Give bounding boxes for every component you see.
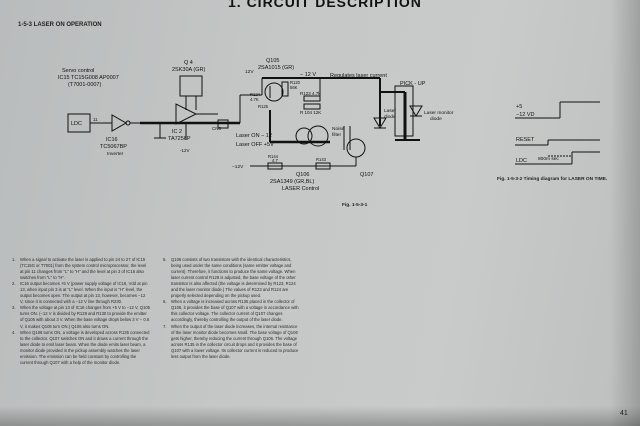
page-title: 1. CIRCUIT DESCRIPTION [228,0,422,10]
figure-caption-1: Fig. 1-5-3-1 [342,203,368,208]
monitor-diode-label: Laser monitor [424,110,454,116]
timing-v12-label: −12 VD [516,112,535,118]
r143-label: R143 [316,157,327,162]
r144-label: R144 [268,154,279,159]
figure-caption-2: Fig. 1-5-3-2 Timing diagram for LASER ON… [497,177,608,182]
q106-label: Q106 [296,172,309,178]
ic2-part-label: TA7256P [168,136,191,142]
cn6-label: CN6 [212,126,221,131]
monitor-diode-label-2: diode [430,116,442,122]
ic15-alt-label: (T7001-0007) [68,82,101,88]
r123-label: R123 4.7k [300,91,321,96]
photo-shadow-right [610,0,640,426]
q4-label: Q 4 [184,60,193,66]
photo-shadow-bottom [0,406,640,426]
laser-diode-label-2: diode [384,114,396,120]
regulates-label: Regulates laser current [330,73,387,79]
laser-off-label: Laser OFF +5V [236,142,274,148]
ic2-label: IC 2 [172,129,182,135]
q105-part-label: 2SA1015 (GR) [258,65,294,71]
minus12v-top-label: − 12 V [300,72,316,78]
ldc-box-label: LDC [71,121,82,127]
paragraph-item: 4.When Q106 turns ON, a voltage is devel… [12,329,150,365]
paragraph-item: 2.IC16 output becomes +5 V (power supply… [12,281,148,305]
text-column-right: 5.Q106 consists of two transistors with … [163,257,301,360]
r125-label: R125 [258,104,269,109]
servo-control-label: Servo control [62,68,94,74]
laser-diode-label: Laser [384,108,396,114]
timing-ldc-label: LDC [516,158,527,164]
r120-label: R120 [290,80,301,85]
r124-value: 4.7K [250,97,259,102]
section-heading: 1-5-3 LASER ON OPERATION [18,22,102,28]
laser-on-label: Laser ON − 12 [236,133,272,139]
noise-filter-label: Noise [332,126,345,132]
minus12v-bottom-label: −12V [232,164,244,170]
q4-part-label: 2SK30A (GR) [172,67,205,73]
ic15-label: IC15 TC15G008 AP0007 [58,75,119,81]
ic16-part-label: TC5067BP [100,144,127,150]
paragraph-item: 1.When a signal to activate the laser is… [12,257,147,281]
timing-v5-label: +5 [516,104,522,110]
q105-transistor [264,82,284,102]
timing-msec-label: 800m sec [538,156,559,162]
ic16-func-label: Inverter [107,151,124,157]
paragraph-item: 3.When the voltage at pin 13 of IC16 cha… [12,305,150,329]
q106-transistor [307,125,329,147]
timing-reset-label: RESET [516,137,535,143]
q105-label: Q105 [266,58,279,64]
ic16-inverter-symbol [111,114,128,132]
ic16-label: IC16 [106,137,118,143]
q106-part-label: 2SA1349 (GR,BL) [270,179,314,185]
r124-label: R124 [250,92,261,97]
r104-label: R 104 12K [300,110,321,115]
ic2-opamp [175,103,198,125]
pickup-label: PICK - UP [400,81,426,87]
q4-fet [179,75,203,97]
text-column-left: 1.When a signal to activate the laser is… [12,257,150,366]
r144-value: 4.7 [272,158,278,163]
noise-filter-label-2: filter [332,132,341,138]
paragraph-item: 5.Q106 consists of two transistors with … [163,257,296,299]
page-number: 41 [620,410,628,417]
r120-value: 56K [290,85,298,90]
paragraph-item: 7.When the output of the laser diode inc… [163,323,299,359]
ic2-minus12v-label: -12V [180,148,190,153]
v12-label: 12V [245,69,254,75]
q107-label: Q107 [360,172,373,178]
ldc-pin-label: 11 [93,117,98,122]
paragraph-item: 6.When a voltage is increased across R13… [163,299,299,323]
q106-func-label: LASER Control [282,186,319,192]
